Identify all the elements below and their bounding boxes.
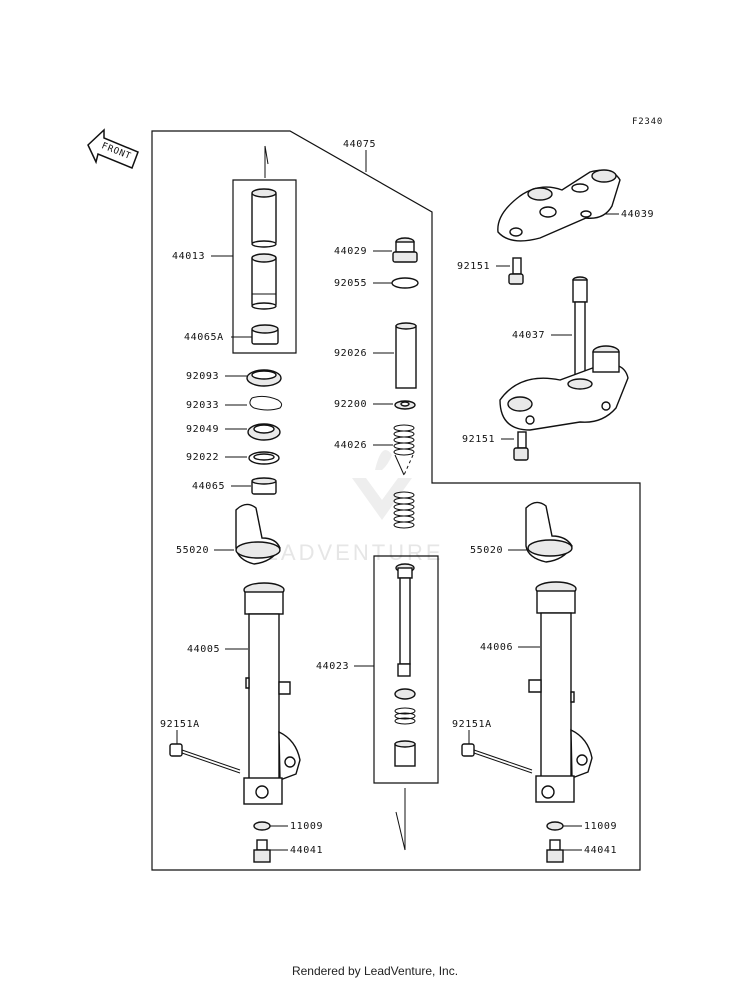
gasket-11009-right [546, 821, 564, 831]
label-92033: 92033 [186, 400, 219, 411]
label-55020-right: 55020 [470, 545, 503, 556]
label-92055: 92055 [334, 278, 367, 289]
footer-credit: Rendered by LeadVenture, Inc. [292, 964, 458, 978]
label-44029: 44029 [334, 246, 367, 257]
label-92151-bottom: 92151 [462, 434, 495, 445]
front-arrow-icon: FRONT [87, 128, 139, 169]
fork-guard-55020-left [235, 503, 281, 565]
outer-tube-44006 [528, 581, 593, 803]
upper-bracket-44039 [497, 169, 621, 242]
assembly-frame [151, 130, 641, 871]
label-44065A: 44065A [184, 332, 224, 343]
gasket-11009-left [253, 821, 271, 831]
label-44005: 44005 [187, 644, 220, 655]
label-11009-left: 11009 [290, 821, 323, 832]
label-92151A-left: 92151A [160, 719, 200, 730]
oil-seal-92049 [247, 423, 281, 441]
bolt-92151-bottom [513, 431, 529, 461]
label-92093: 92093 [186, 371, 219, 382]
cap-bolt-44029 [392, 237, 418, 263]
bolt-44041-right [546, 839, 564, 863]
washer-92022 [248, 451, 280, 465]
label-44013: 44013 [172, 251, 205, 262]
bolt-44041-left [253, 839, 271, 863]
label-44039: 44039 [621, 209, 654, 220]
label-44006: 44006 [480, 642, 513, 653]
damper-rod-44023 [394, 563, 416, 767]
label-92151-top: 92151 [457, 261, 490, 272]
label-92151A-right: 92151A [452, 719, 492, 730]
inner-tube-44013 [251, 188, 277, 310]
o-ring-92055 [391, 277, 419, 289]
label-44041-left: 44041 [290, 845, 323, 856]
bushing-44065 [251, 477, 277, 495]
label-44037: 44037 [512, 330, 545, 341]
fork-guard-55020-right [525, 501, 573, 563]
watermark-text: LEADVENTURE [248, 540, 444, 565]
label-44065: 44065 [192, 481, 225, 492]
label-44023: 44023 [316, 661, 349, 672]
outer-tube-44005 [243, 582, 301, 805]
label-44041-right: 44041 [584, 845, 617, 856]
dust-seal-92093 [246, 369, 282, 387]
snap-ring-92033 [249, 395, 283, 411]
spring-44026 [393, 424, 415, 529]
label-92022: 92022 [186, 452, 219, 463]
steering-stem-44037 [499, 276, 629, 431]
label-92049: 92049 [186, 424, 219, 435]
bolt-92151A-right [461, 743, 533, 774]
label-55020-left: 55020 [176, 545, 209, 556]
leadventure-watermark: LEADVENTURE [248, 450, 444, 565]
bolt-92151A-left [169, 743, 241, 774]
diagram-code: F2340 [632, 117, 663, 127]
label-92026: 92026 [334, 348, 367, 359]
label-92200: 92200 [334, 399, 367, 410]
washer-92200 [394, 400, 416, 410]
label-11009-right: 11009 [584, 821, 617, 832]
label-44026: 44026 [334, 440, 367, 451]
spacer-92026 [395, 322, 417, 389]
bolt-92151-top [508, 257, 524, 285]
bushing-44065A [251, 324, 279, 345]
label-44075: 44075 [343, 139, 376, 150]
